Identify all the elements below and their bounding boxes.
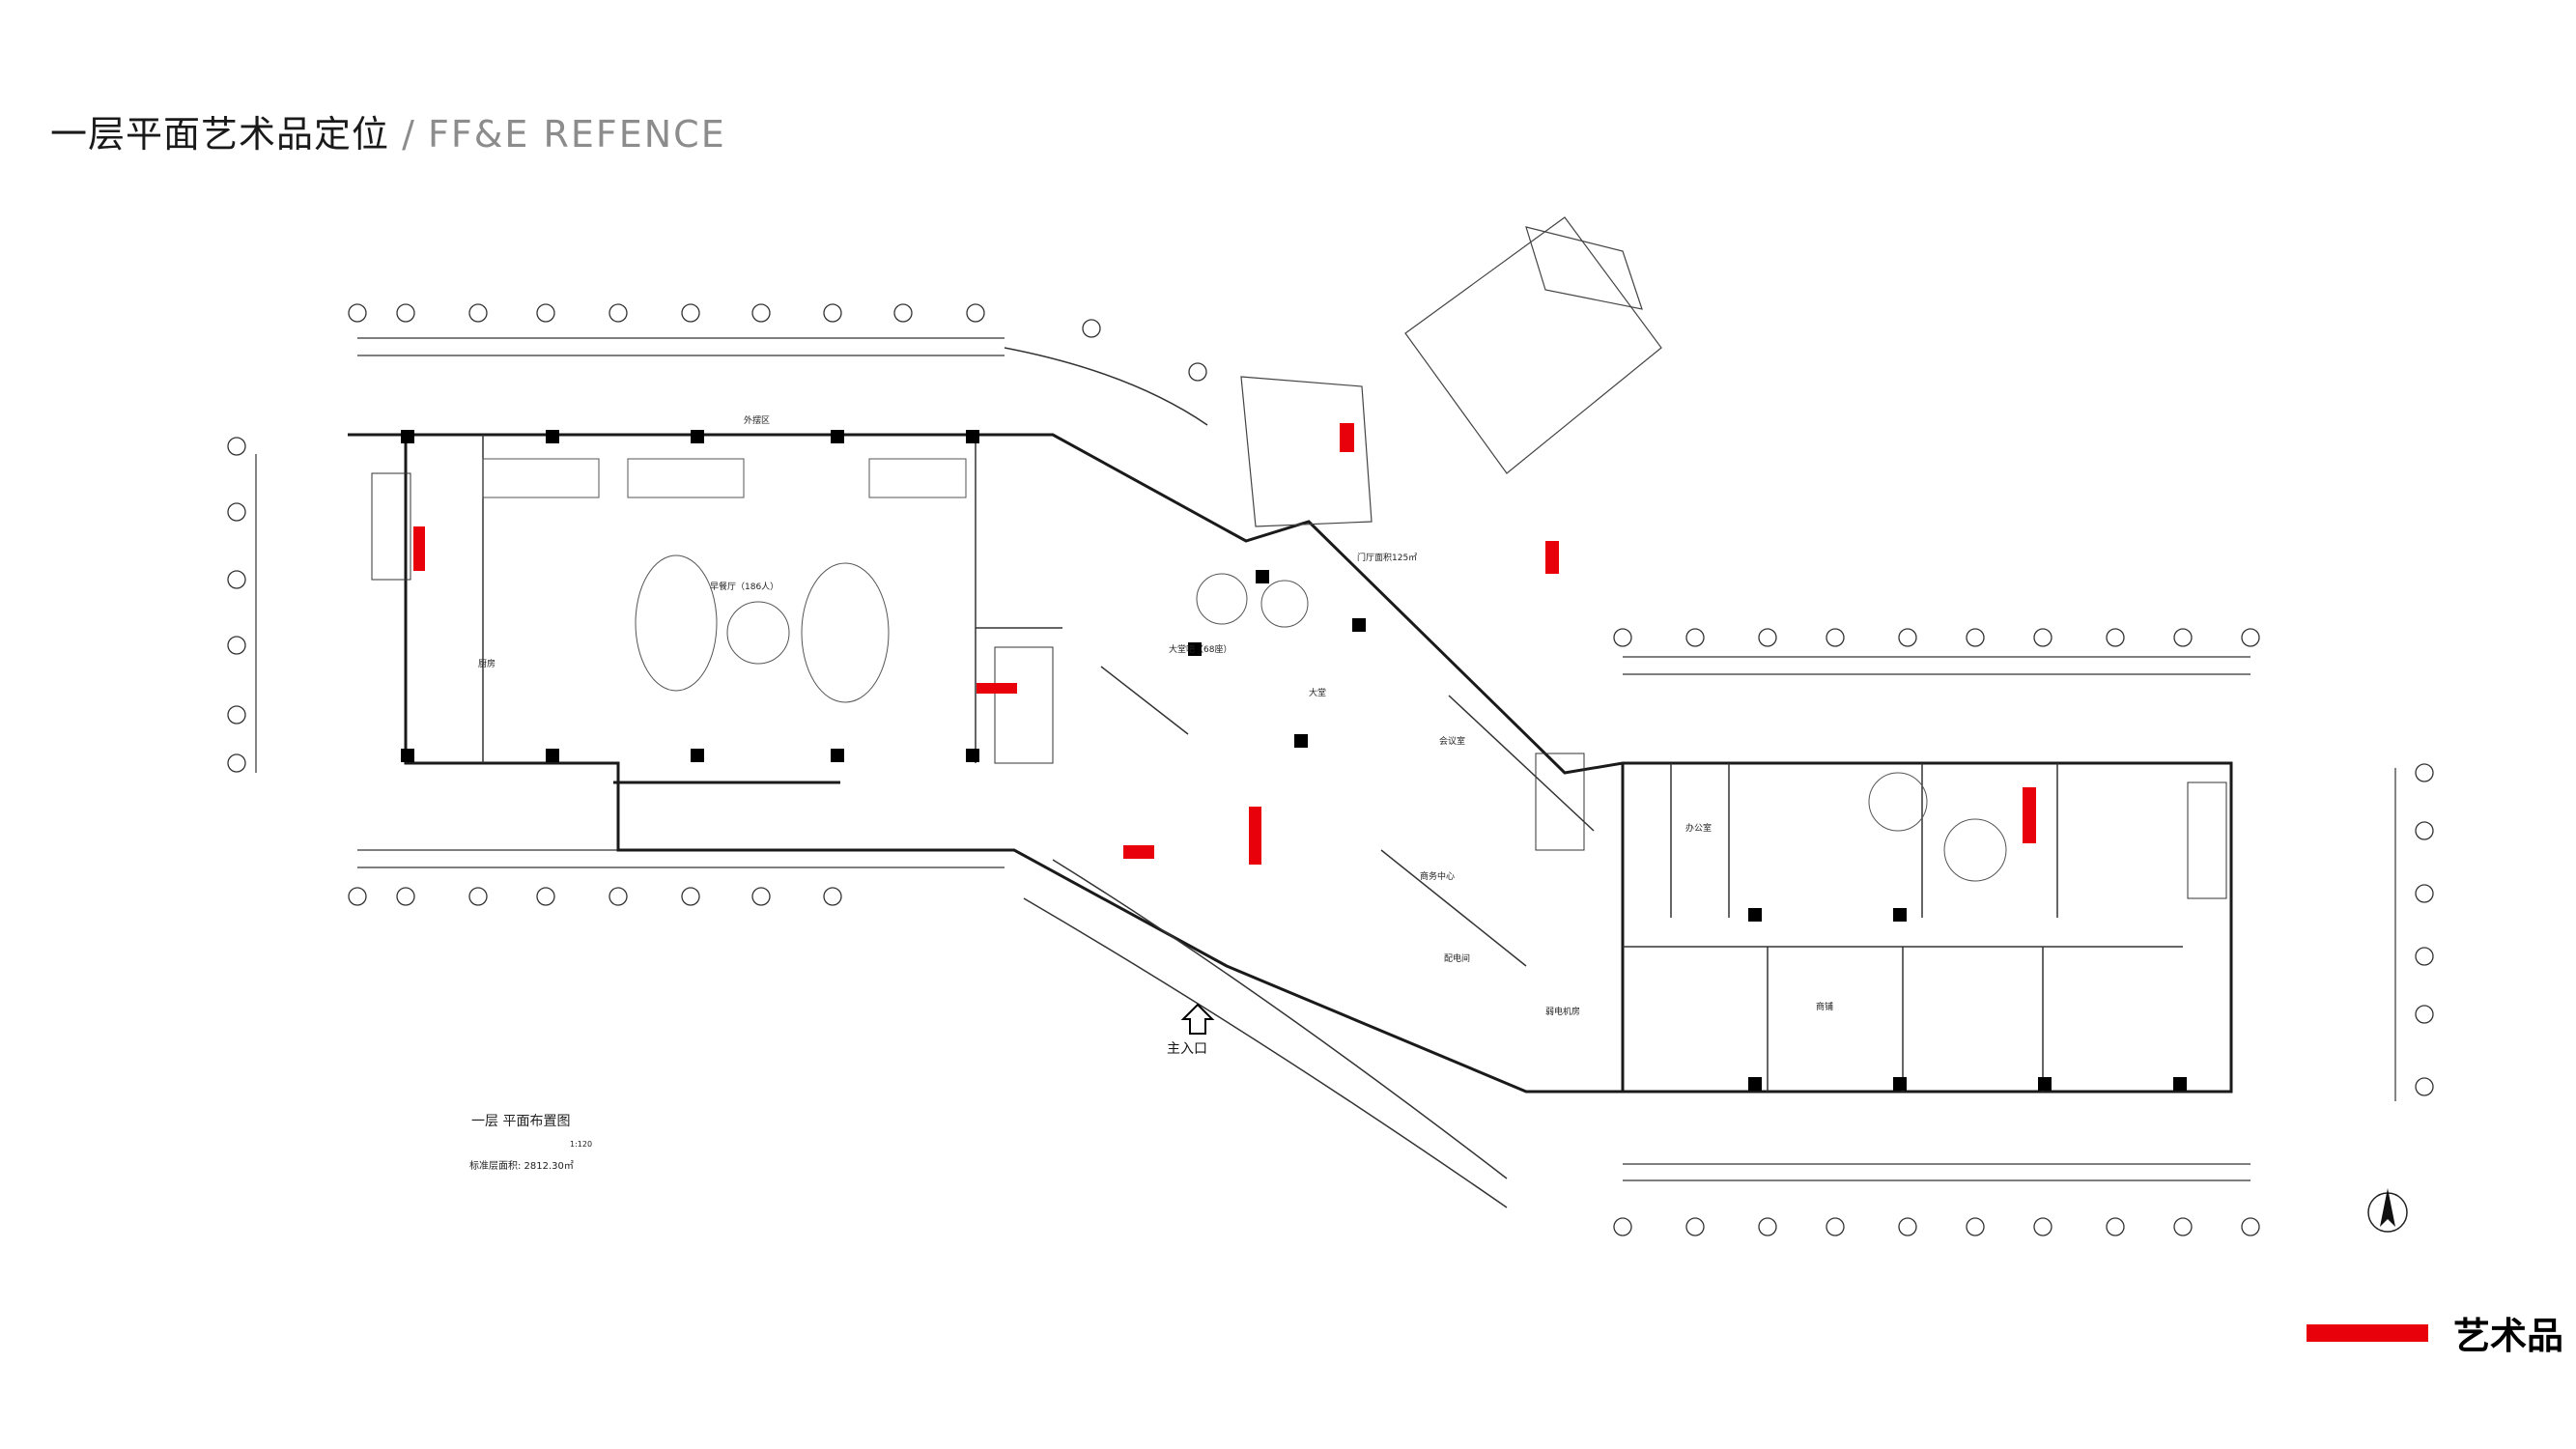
artwork-marker-7: [2023, 787, 2036, 843]
entrance-label: 主入口: [1167, 1041, 1207, 1057]
curved-walls: [1004, 347, 1508, 1208]
artwork-markers: [413, 423, 2036, 865]
plan-caption: 一层 平面布置图: [471, 1114, 571, 1129]
artwork-marker-5: [1340, 423, 1354, 452]
label-outdoor-area: 外摆区: [744, 414, 770, 426]
label-distribution: 配电间: [1444, 952, 1470, 964]
page-title: 一层平面艺术品定位 / FF&E REFENCE: [50, 104, 726, 157]
axis-bubbles: [227, 303, 2434, 1236]
legend-label: 艺术品: [2453, 1315, 2564, 1357]
plan-area: 标准层面积: 2812.30㎡: [469, 1161, 574, 1172]
furniture: [482, 458, 2007, 882]
label-lobby: 大堂: [1309, 687, 1326, 698]
label-office: 办公室: [1685, 822, 1712, 834]
canopy: [1240, 216, 1662, 527]
entrance-arrow: 主入口: [1167, 1003, 1215, 1057]
label-shop: 商铺: [1816, 1001, 1833, 1012]
label-lobby-bar: 大堂吧（68座）: [1169, 643, 1231, 655]
stairs: [371, 472, 2227, 899]
outer-walls: [348, 433, 2233, 1094]
artwork-marker-2: [977, 683, 1017, 694]
label-kitchen: 厨房: [478, 658, 495, 669]
interior-walls: [482, 435, 2183, 1092]
room-labels: 外摆区 早餐厅（186人） 大堂吧（68座） 大堂 门厅面积125㎡ 厨房 办公…: [478, 414, 1833, 1017]
columns: [401, 430, 2187, 1091]
artwork-marker-4: [1249, 807, 1261, 865]
label-meeting: 会议室: [1439, 735, 1465, 747]
label-buffet: 早餐厅（186人）: [710, 581, 778, 592]
label-weak-current: 弱电机房: [1545, 1006, 1580, 1017]
title-en: FF&E REFENCE: [428, 113, 726, 156]
plan-scale: 1:120: [570, 1140, 593, 1149]
legend: 艺术品: [2307, 1306, 2563, 1359]
artwork-marker-6: [1545, 541, 1559, 574]
legend-swatch: [2307, 1323, 2428, 1342]
label-business-center: 商务中心: [1420, 870, 1455, 882]
title-separator: /: [402, 113, 415, 156]
label-gate-hall: 门厅面积125㎡: [1357, 552, 1417, 563]
artwork-marker-1: [413, 526, 425, 571]
dimension-lines: [255, 337, 2396, 1181]
artwork-marker-3: [1123, 845, 1154, 859]
north-arrow-icon: [2367, 1188, 2408, 1233]
title-cn: 一层平面艺术品定位: [50, 113, 390, 156]
